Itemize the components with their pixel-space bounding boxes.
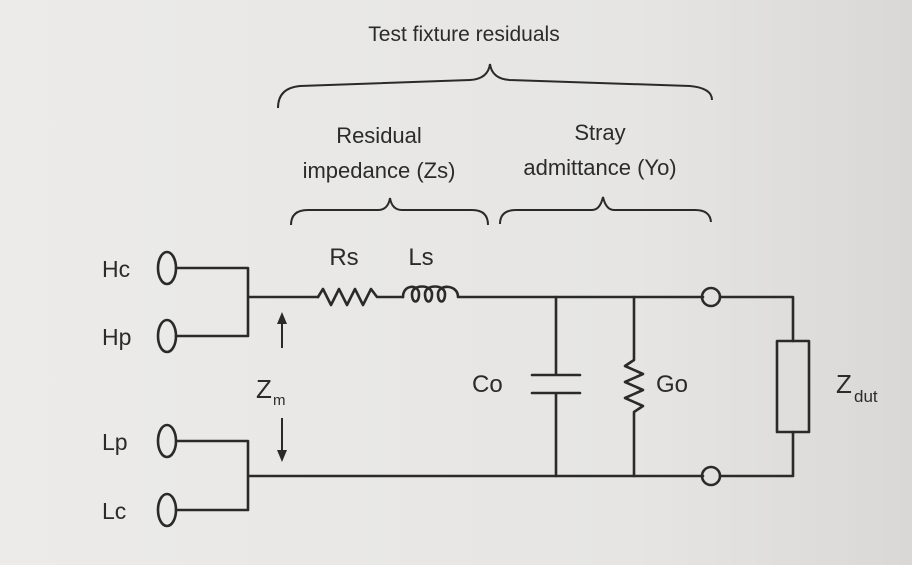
stray-admittance-label-line2: admittance (Yo) <box>523 155 676 180</box>
hc-label: Hc <box>102 256 130 282</box>
rs-label: Rs <box>329 244 358 271</box>
ls-label: Ls <box>408 244 433 271</box>
high-side-wiring <box>174 266 320 338</box>
rs-resistor <box>316 287 405 307</box>
lp-label: Lp <box>102 429 128 455</box>
dut-wiring <box>718 295 795 478</box>
co-label: Co <box>472 371 503 398</box>
residual-impedance-label-line1: Residual <box>336 123 422 148</box>
zm-label-main: Z <box>256 374 272 404</box>
hp-label: Hp <box>102 324 131 350</box>
zm-up-arrowhead <box>277 312 287 324</box>
fixture-residuals-brace <box>277 63 713 109</box>
zm-label-sub: m <box>273 392 286 409</box>
lc-terminal <box>156 492 178 528</box>
go-label: Go <box>656 371 688 398</box>
stray-admittance-label-line1: Stray <box>574 120 625 145</box>
ls-inductor <box>401 285 705 303</box>
residual-impedance-label-line2: impedance (Zs) <box>303 158 456 183</box>
co-capacitor <box>530 295 582 478</box>
stray-admittance-brace <box>499 196 712 225</box>
lc-label: Lc <box>102 498 126 524</box>
hc-terminal <box>156 250 178 286</box>
lp-terminal <box>156 423 178 459</box>
hp-terminal <box>156 318 178 354</box>
residual-impedance-brace <box>290 197 489 226</box>
low-side-wiring <box>174 439 705 512</box>
title-label: Test fixture residuals <box>368 23 559 46</box>
zm-down-arrowhead <box>277 450 287 462</box>
zdut-label-main: Z <box>836 369 852 399</box>
dut-low-terminal <box>700 465 722 487</box>
zdut-impedance-box <box>775 339 811 434</box>
go-conductance <box>623 295 645 478</box>
zdut-label-sub: dut <box>854 387 878 406</box>
dut-high-terminal <box>700 286 722 308</box>
